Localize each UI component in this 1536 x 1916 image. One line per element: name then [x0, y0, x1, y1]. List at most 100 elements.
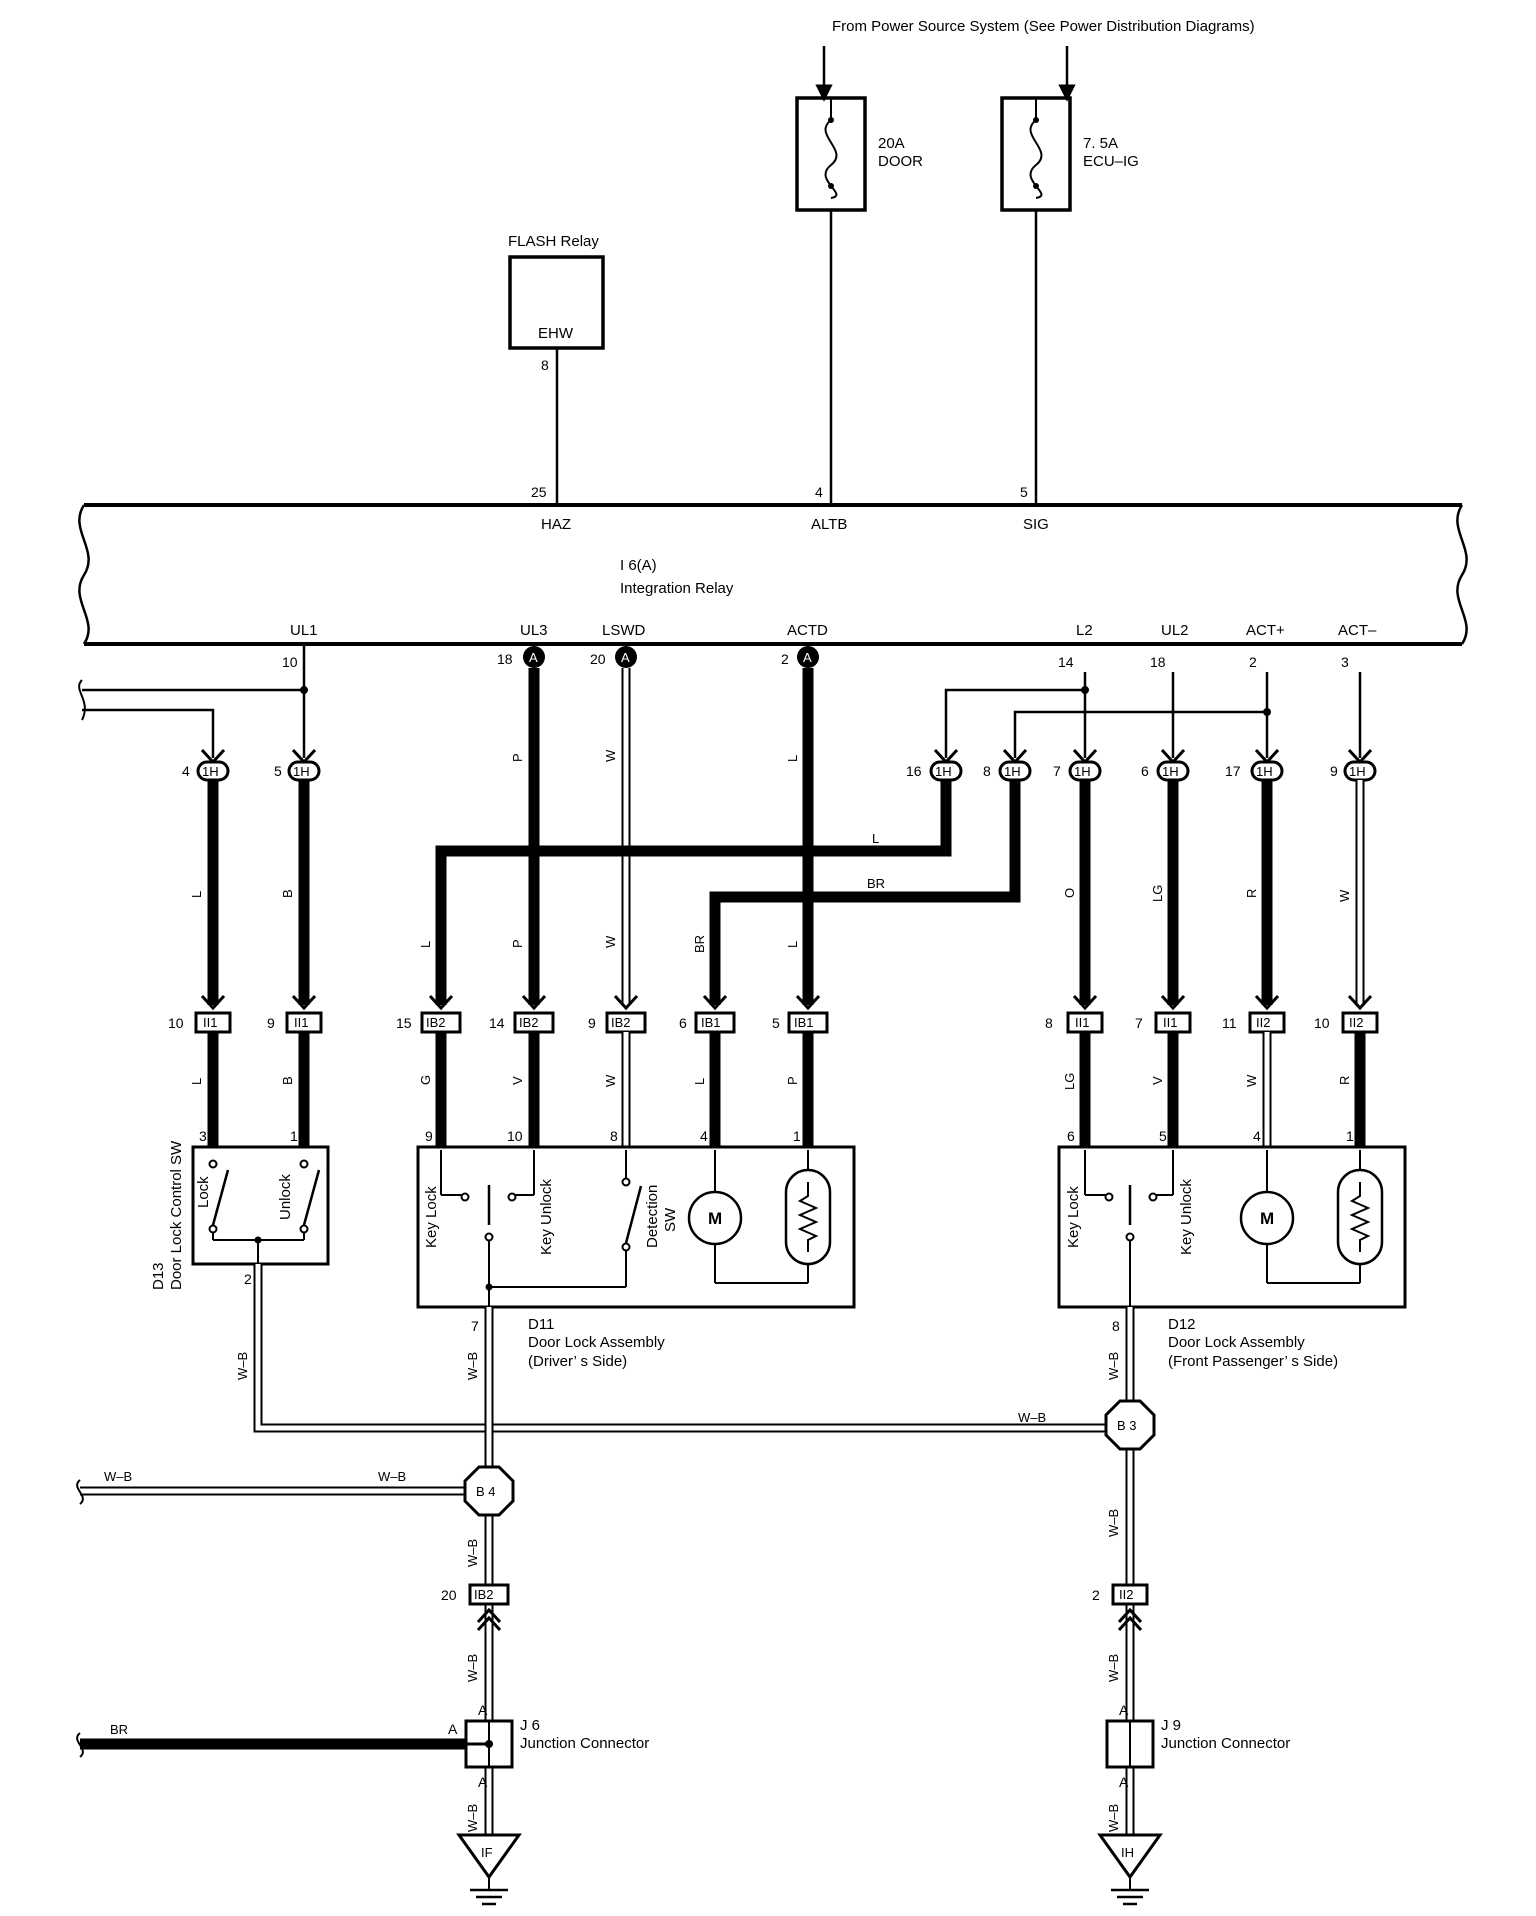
svg-text:L: L [189, 1078, 204, 1085]
svg-text:ACT–: ACT– [1338, 622, 1377, 639]
d11-code: D11 [528, 1316, 554, 1333]
svg-text:16: 16 [906, 763, 922, 779]
svg-text:B: B [280, 1076, 295, 1085]
svg-text:B 3: B 3 [1117, 1418, 1137, 1433]
svg-text:8: 8 [1045, 1015, 1053, 1031]
svg-text:A: A [478, 1702, 488, 1718]
svg-text:18: 18 [1150, 654, 1166, 670]
svg-text:UL3: UL3 [520, 622, 548, 639]
svg-text:7: 7 [471, 1318, 479, 1334]
svg-text:W–B: W–B [465, 1352, 480, 1380]
svg-text:L: L [785, 755, 800, 762]
svg-text:A: A [621, 650, 630, 665]
svg-text:UL2: UL2 [1161, 622, 1189, 639]
svg-text:W–B: W–B [1106, 1804, 1121, 1832]
svg-text:10: 10 [282, 654, 298, 670]
svg-text:10: 10 [168, 1015, 184, 1031]
ground-connector-ii2: II2 2 [1092, 1583, 1149, 1632]
svg-text:1: 1 [290, 1128, 298, 1144]
svg-text:Detection: Detection [644, 1185, 661, 1248]
d12-name: Door Lock Assembly [1168, 1334, 1305, 1351]
svg-text:17: 17 [1225, 763, 1241, 779]
svg-text:6: 6 [1067, 1128, 1075, 1144]
svg-text:IF: IF [481, 1845, 493, 1860]
flash-relay-title: FLASH Relay [508, 233, 599, 250]
svg-text:B: B [280, 889, 295, 898]
junction-b4: B 4 [463, 1465, 515, 1517]
svg-text:II2: II2 [1256, 1015, 1270, 1030]
svg-text:3: 3 [199, 1128, 207, 1144]
motor-symbol: M [708, 1209, 722, 1228]
connector-1h: 1H 5 [274, 748, 321, 782]
svg-text:1H: 1H [935, 764, 952, 779]
svg-text:SW: SW [662, 1207, 679, 1232]
svg-text:W–B: W–B [1106, 1509, 1121, 1537]
svg-text:11: 11 [1222, 1015, 1237, 1031]
svg-text:W: W [1337, 889, 1352, 902]
svg-text:9: 9 [588, 1015, 596, 1031]
fuse-ecu-name: ECU–IG [1083, 153, 1139, 170]
svg-text:8: 8 [983, 763, 991, 779]
connector-a: A A A [523, 646, 819, 668]
svg-text:3: 3 [1341, 654, 1349, 670]
svg-text:6: 6 [1141, 763, 1149, 779]
wire-colors-upper: P W L L B L BR O LG R W L P W BR L [189, 749, 1352, 953]
svg-text:Unlock: Unlock [277, 1174, 294, 1220]
svg-text:10: 10 [1314, 1015, 1330, 1031]
svg-text:W: W [1244, 1074, 1259, 1087]
svg-text:A: A [529, 650, 538, 665]
svg-text:Key Unlock: Key Unlock [1178, 1179, 1195, 1255]
connector-1h: 1H 8 [983, 748, 1032, 782]
svg-text:IB2: IB2 [519, 1015, 539, 1030]
flash-relay-terminal: EHW [538, 325, 574, 342]
connector-1h: 1H 16 [906, 748, 963, 782]
svg-text:UL1: UL1 [290, 622, 318, 639]
j6-code: J 6 [520, 1717, 540, 1734]
svg-text:BR: BR [867, 876, 885, 891]
junction-b3: B 3 [1104, 1399, 1156, 1451]
svg-text:BR: BR [692, 935, 707, 953]
svg-text:A: A [803, 650, 812, 665]
svg-text:2: 2 [244, 1271, 252, 1287]
svg-text:10: 10 [507, 1128, 523, 1144]
integration-relay: 25 4 5 HAZ ALTB SIG I 6(A) Integration R… [78, 484, 1468, 646]
fuse-door-amp: 20A [878, 135, 905, 152]
connector-1h: 1H 17 [1225, 748, 1284, 782]
fuse-ecu-amp: 7. 5A [1083, 135, 1118, 152]
svg-text:A: A [1119, 1774, 1129, 1790]
svg-text:W–B: W–B [1106, 1352, 1121, 1380]
svg-text:5: 5 [1020, 484, 1028, 500]
svg-text:5: 5 [1159, 1128, 1167, 1144]
svg-text:IB2: IB2 [474, 1587, 494, 1602]
d12-code: D12 [1168, 1316, 1196, 1333]
flash-relay: FLASH Relay EHW 8 [508, 233, 605, 505]
svg-text:W–B: W–B [465, 1539, 480, 1567]
svg-text:5: 5 [772, 1015, 780, 1031]
svg-text:9: 9 [267, 1015, 275, 1031]
connector-1h: 1H 6 [1141, 748, 1190, 782]
svg-text:L: L [189, 891, 204, 898]
svg-text:A: A [448, 1721, 458, 1737]
svg-text:II1: II1 [1163, 1015, 1177, 1030]
svg-text:8: 8 [610, 1128, 618, 1144]
svg-text:Key Lock: Key Lock [423, 1186, 440, 1248]
svg-text:1H: 1H [1162, 764, 1179, 779]
svg-text:L: L [418, 941, 433, 948]
svg-text:IB2: IB2 [426, 1015, 446, 1030]
svg-text:2: 2 [1092, 1587, 1100, 1603]
svg-text:9: 9 [1330, 763, 1338, 779]
svg-text:1H: 1H [1004, 764, 1021, 779]
ground-connector-ib2: IB2 20 [441, 1583, 510, 1632]
svg-text:SIG: SIG [1023, 516, 1049, 533]
motor-symbol: M [1260, 1209, 1274, 1228]
d11-name: Door Lock Assembly [528, 1334, 665, 1351]
svg-text:7: 7 [1135, 1015, 1143, 1031]
junction-connector-j9: A A J 9 Junction Connector [1105, 1702, 1290, 1790]
svg-text:W–B: W–B [1106, 1654, 1121, 1682]
svg-text:G: G [418, 1075, 433, 1085]
